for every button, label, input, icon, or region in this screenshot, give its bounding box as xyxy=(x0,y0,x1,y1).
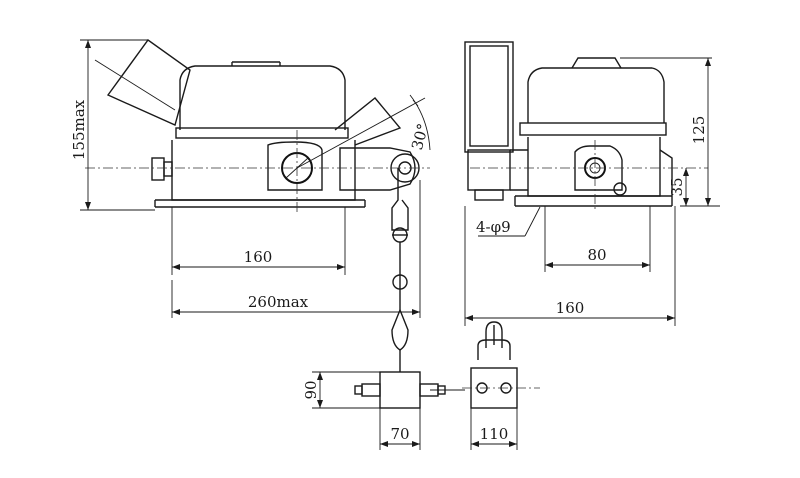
side-shaft-boss xyxy=(574,145,623,191)
dim-110: 110 xyxy=(480,425,509,443)
dimension-lines xyxy=(80,39,720,450)
dimension-labels: 155max 30° 160 260max 125 35 4-φ9 80 160… xyxy=(70,99,708,443)
front-lever-arm xyxy=(334,97,402,146)
dim-155max: 155max xyxy=(70,99,88,160)
dim-35: 35 xyxy=(668,177,686,196)
chain-shackle xyxy=(391,308,409,351)
counterweight-front xyxy=(379,371,421,409)
side-view xyxy=(464,41,708,212)
dim-side-160: 160 xyxy=(556,299,585,317)
dim-125: 125 xyxy=(690,116,708,145)
dim-260max: 260max xyxy=(248,293,309,311)
side-flange xyxy=(519,122,667,136)
front-knob xyxy=(151,157,165,181)
side-lever-base xyxy=(467,149,511,191)
front-shaft-boss xyxy=(267,141,323,191)
dim-90: 90 xyxy=(302,380,320,399)
dim-80: 80 xyxy=(587,246,606,264)
front-cover xyxy=(179,65,346,130)
front-crank-arm xyxy=(339,147,416,191)
side-tall-box xyxy=(464,41,514,153)
dim-angle: 30° xyxy=(408,122,432,152)
front-housing xyxy=(171,140,356,201)
front-flange xyxy=(175,127,349,139)
front-rear-bracket xyxy=(106,39,191,126)
front-view xyxy=(85,39,431,215)
chain-assembly xyxy=(354,168,465,409)
dim-4-phi9: 4-φ9 xyxy=(476,218,511,236)
chain-link-upper xyxy=(391,168,409,231)
dim-front-160: 160 xyxy=(244,248,273,266)
counterweight-side xyxy=(462,321,540,409)
side-cover xyxy=(527,67,665,123)
dim-70: 70 xyxy=(390,425,409,443)
counterweight-eye xyxy=(485,321,503,348)
dimension-arrows xyxy=(85,40,711,447)
